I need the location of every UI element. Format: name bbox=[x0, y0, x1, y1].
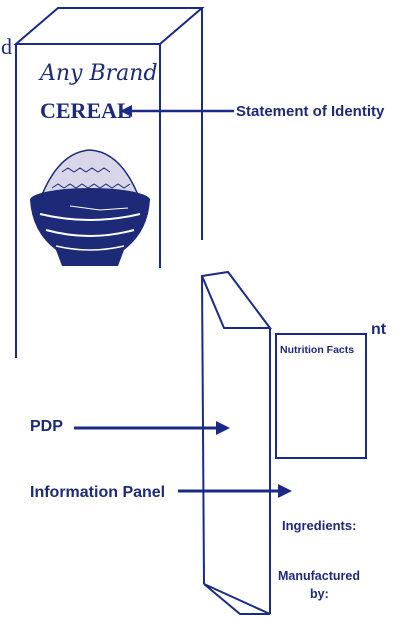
side-panel-bottom bbox=[203, 583, 271, 615]
nutrition-facts-box bbox=[275, 333, 367, 459]
pdp-label: PDP bbox=[30, 418, 63, 435]
manufactured-by-line2: by: bbox=[310, 587, 329, 601]
nutrition-facts-title: Nutrition Facts bbox=[280, 344, 354, 356]
clipped-text-fragment-right: nt bbox=[371, 321, 387, 338]
pdp-arrow bbox=[74, 421, 230, 435]
cereal-bowl-image bbox=[30, 149, 150, 266]
statement-of-identity-label: Statement of Identity bbox=[236, 103, 385, 120]
clipped-text-fragment-left: d bbox=[1, 34, 12, 59]
side-panel-left-edge bbox=[201, 275, 205, 585]
product-name: CEREAL bbox=[40, 98, 132, 123]
statement-of-identity-arrow bbox=[120, 105, 234, 117]
cereal-box-top bbox=[13, 7, 205, 45]
cereal-box bbox=[13, 7, 205, 358]
information-panel-label: Information Panel bbox=[30, 484, 165, 501]
side-panel-box-top bbox=[200, 270, 272, 329]
information-panel-arrow bbox=[178, 484, 292, 498]
ingredients-label: Ingredients: bbox=[282, 518, 356, 533]
brand-name: Any Brand bbox=[38, 61, 158, 86]
side-panel-box bbox=[200, 270, 272, 615]
manufactured-by-line1: Manufactured bbox=[278, 569, 360, 583]
